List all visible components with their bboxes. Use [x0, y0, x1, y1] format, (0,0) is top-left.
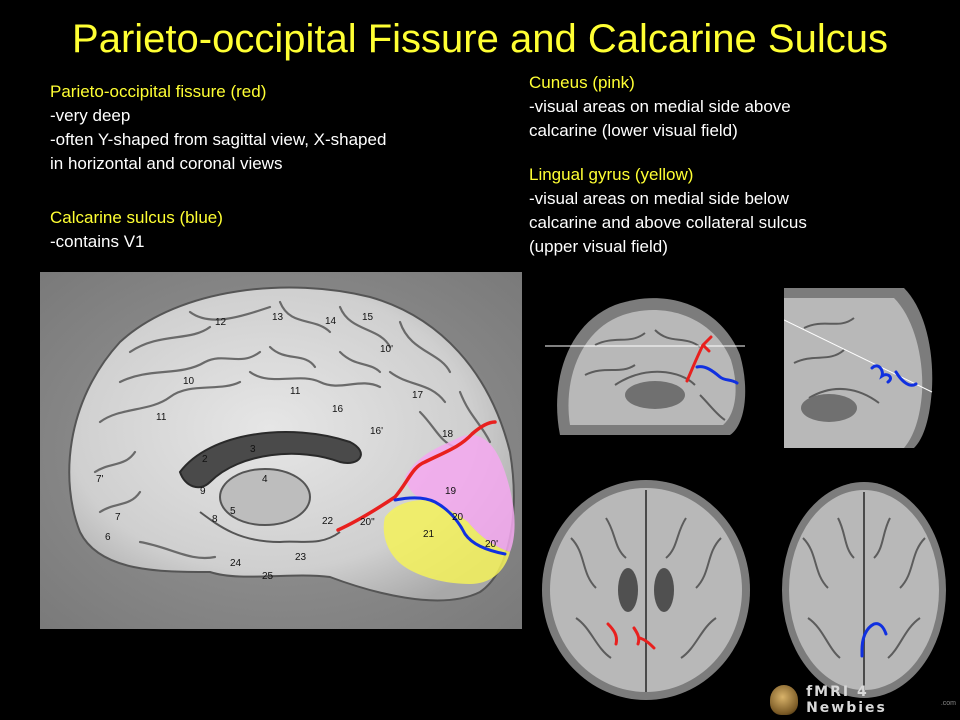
mri-brain-tissue — [784, 298, 923, 448]
cuneus-heading: Cuneus (pink) — [529, 73, 635, 92]
brain-labels: 12 13 14 15 10 10' 11 11 16 16' 17 18 19… — [96, 312, 498, 582]
parieto-occipital-description: Parieto-occipital fissure (red) -very de… — [50, 80, 490, 176]
gyri-texture — [93, 300, 492, 560]
brain-label: 18 — [442, 429, 454, 440]
corpus-callosum — [178, 431, 362, 489]
slide-title: Parieto-occipital Fissure and Calcarine … — [72, 17, 888, 61]
mri-sagittal-2 — [784, 288, 939, 448]
calcarine-sulcus-line — [894, 370, 918, 387]
description-line: -contains V1 — [50, 232, 145, 251]
lingual-heading: Lingual gyrus (yellow) — [529, 165, 694, 184]
medial-brain-figure: 12 13 14 15 10 10' 11 11 16 16' 17 18 19… — [40, 272, 522, 629]
description-line: -visual areas on medial side above — [529, 97, 791, 116]
mri-sagittal-1 — [545, 285, 755, 447]
cuneus-region — [405, 435, 515, 552]
brain-label: 6 — [105, 532, 111, 543]
brain-logo-icon — [770, 685, 799, 715]
description-line: (upper visual field) — [529, 237, 668, 256]
brain-label: 7' — [96, 474, 104, 485]
calcarine-sulcus-line — [860, 622, 888, 652]
brain-label: 19 — [445, 486, 457, 497]
cuneus-description: Cuneus (pink) -visual areas on medial si… — [529, 71, 949, 143]
description-line: calcarine (lower visual field) — [529, 121, 738, 140]
calcarine-description: Calcarine sulcus (blue) -contains V1 — [50, 206, 490, 254]
brain-label: 12 — [215, 317, 227, 328]
brain-label: 20 — [452, 512, 464, 523]
brain-label: 11 — [290, 386, 301, 397]
brain-label: 15 — [362, 312, 374, 323]
mri-axial-1 — [536, 478, 759, 703]
brain-label: 22 — [322, 516, 334, 527]
brain-label: 25 — [262, 571, 274, 582]
mri-axial-2 — [778, 478, 948, 703]
description-line: -very deep — [50, 106, 131, 125]
mri-axial-2-svg — [782, 482, 946, 698]
mri-ventricle — [654, 568, 674, 612]
calcarine-sulcus-line — [393, 496, 507, 556]
brain-label: 23 — [295, 552, 307, 563]
brain-label: 20" — [360, 517, 375, 528]
midbrain-outline — [199, 511, 341, 544]
logo-suffix: .com — [940, 700, 956, 707]
parieto-occipital-fissure-line — [685, 335, 713, 383]
description-line: -often Y-shaped from sagittal view, X-sh… — [50, 130, 387, 149]
site-logo: fMRI 4 Newbies .com — [770, 683, 956, 717]
lingual-description: Lingual gyrus (yellow) -visual areas on … — [529, 163, 949, 259]
brain-label: 14 — [325, 316, 337, 327]
mri-axial-1-svg — [542, 480, 750, 700]
mri-sagittal-2-svg — [784, 288, 933, 448]
brain-label: 3 — [250, 444, 256, 455]
parieto-occipital-fissure-line — [632, 626, 656, 650]
brain-label: 17 — [412, 390, 424, 401]
brain-label: 9 — [200, 486, 206, 497]
mri-brain-tissue — [568, 310, 736, 425]
brain-label: 10' — [380, 344, 393, 355]
mri-sulci — [802, 517, 926, 659]
thalamus — [219, 468, 311, 526]
description-line: in horizontal and coronal views — [50, 154, 283, 173]
lingual-region — [383, 500, 510, 584]
parieto-occipital-heading: Parieto-occipital fissure (red) — [50, 82, 267, 101]
mri-cerebellum — [625, 381, 685, 409]
mri-sagittal-1-svg — [545, 298, 746, 435]
brain-label: 21 — [423, 529, 435, 540]
calcarine-sulcus-line — [695, 365, 739, 385]
brain-label: 2 — [202, 454, 208, 465]
brain-label: 20' — [485, 539, 498, 550]
mri-cerebellum — [801, 394, 857, 422]
mri-sulci — [793, 317, 880, 404]
brain-label: 10 — [183, 376, 195, 387]
slice-line — [784, 319, 933, 393]
medial-brain-svg: 12 13 14 15 10 10' 11 11 16 16' 17 18 19… — [40, 272, 522, 629]
logo-text: fMRI 4 Newbies — [806, 684, 887, 716]
mri-ventricle — [618, 568, 638, 612]
parieto-occipital-fissure-line — [606, 622, 618, 646]
calcarine-heading: Calcarine sulcus (blue) — [50, 208, 223, 227]
brain-label: 24 — [230, 558, 242, 569]
brain-label: 4 — [262, 474, 268, 485]
brain-label: 11 — [156, 412, 167, 423]
brain-label: 13 — [272, 312, 284, 323]
brain-label: 8 — [212, 514, 218, 525]
description-line: calcarine and above collateral sulcus — [529, 213, 807, 232]
description-line: -visual areas on medial side below — [529, 189, 789, 208]
calcarine-sulcus-line — [870, 364, 892, 384]
parieto-occipital-fissure-line — [336, 420, 497, 532]
mri-sulci — [570, 517, 722, 659]
brain-label: 16' — [370, 426, 383, 437]
mri-sulci — [584, 329, 726, 421]
brain-label: 7 — [115, 512, 121, 523]
brain-label: 16 — [332, 404, 344, 415]
brain-label: 5 — [230, 506, 236, 517]
